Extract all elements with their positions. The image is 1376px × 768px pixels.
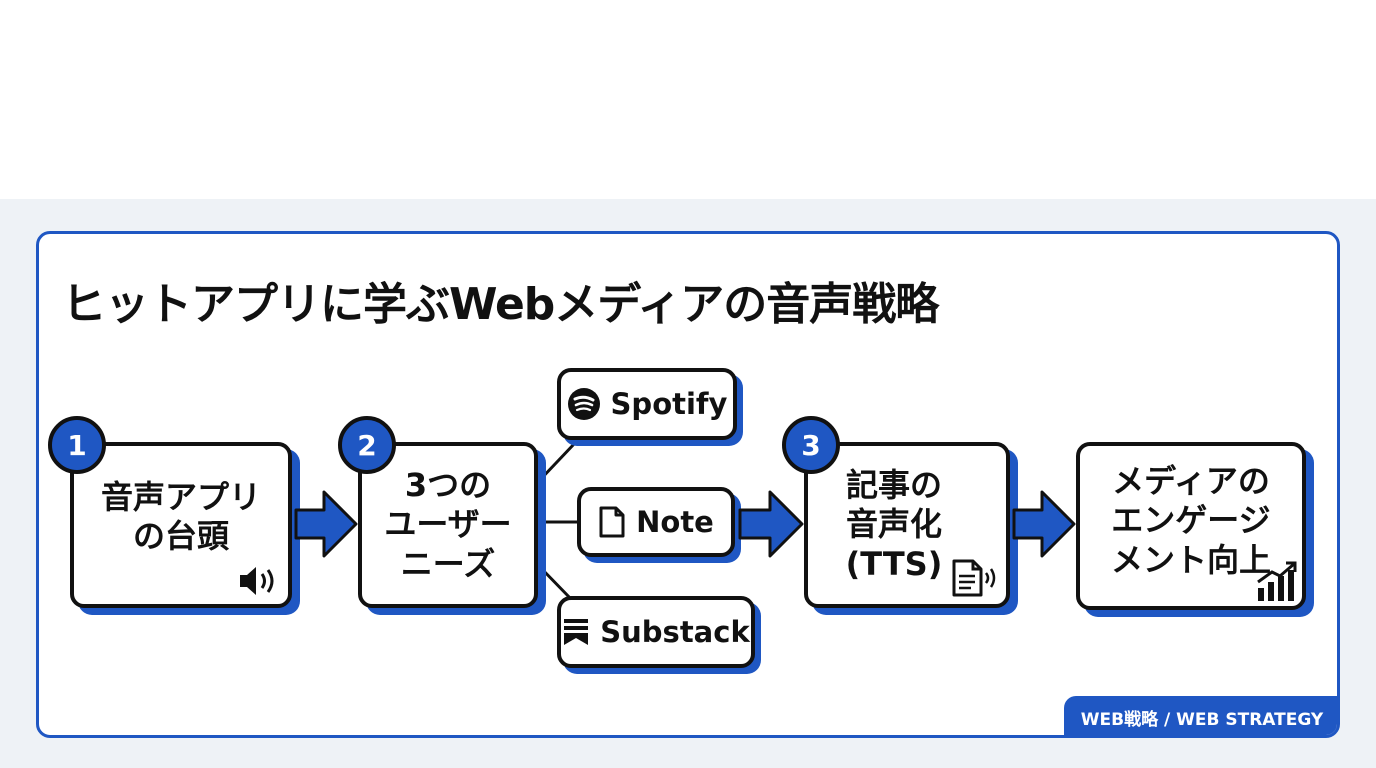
- substack-icon: [564, 619, 589, 645]
- step-3-label: 記事の 音声化 (TTS): [845, 466, 943, 583]
- step-2-label: 3つの ユーザー ニーズ: [384, 466, 512, 583]
- note-icon: [599, 506, 625, 538]
- spotify-icon: [567, 388, 600, 420]
- step-4-box: メディアの エンゲージ メント向上: [1076, 442, 1306, 610]
- app-spotify-label: Spotify: [610, 387, 728, 421]
- flow-arrow-1: [294, 490, 358, 558]
- step-2-box: 3つの ユーザー ニーズ: [358, 442, 538, 608]
- app-spotify: Spotify: [557, 368, 737, 440]
- step-4-label: メディアの エンゲージ メント向上: [1110, 462, 1271, 579]
- flow-arrow-3: [1012, 490, 1076, 558]
- step-1-badge: 1: [48, 416, 106, 474]
- top-blank-area: [0, 0, 1376, 199]
- step-3-badge: 3: [782, 416, 840, 474]
- app-note: Note: [577, 487, 735, 557]
- step-1-label: 音声アプリ の台頭: [100, 477, 261, 555]
- growth-chart-icon: [1257, 561, 1297, 601]
- footer-tag: WEB戦略 / WEB STRATEGY: [1064, 696, 1337, 735]
- slide-title: ヒットアプリに学ぶWebメディアの音声戦略: [62, 279, 939, 330]
- speaker-icon: [240, 567, 274, 595]
- step-1-box: 音声アプリ の台頭: [70, 442, 292, 608]
- document-audio-icon: [952, 559, 996, 597]
- step-2-badge: 2: [338, 416, 396, 474]
- app-substack-label: Substack: [600, 615, 750, 649]
- flow-arrow-2: [738, 490, 804, 558]
- app-note-label: Note: [636, 505, 714, 539]
- app-substack: Substack: [557, 596, 755, 668]
